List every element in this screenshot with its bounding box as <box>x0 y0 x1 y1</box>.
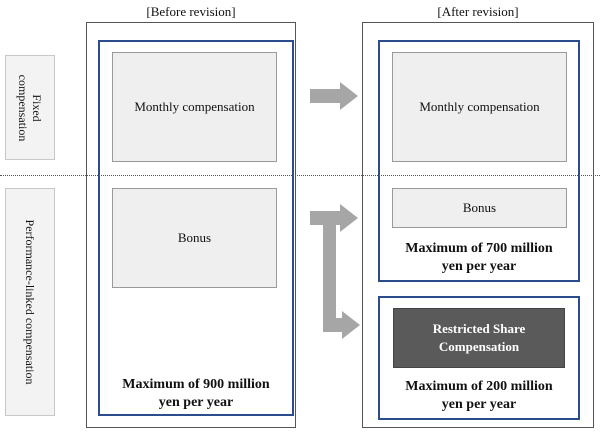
after-rsc-maximum-line1: Maximum of 200 million <box>405 379 553 394</box>
section-divider <box>0 175 600 176</box>
arrow-right-icon <box>310 82 358 110</box>
before-bonus-box: Bonus <box>112 188 277 288</box>
rsc-line2: Compensation <box>438 339 520 354</box>
after-rsc-frame <box>378 296 580 420</box>
after-fixed-frame <box>378 40 580 282</box>
before-maximum-line1: Maximum of 900 million <box>122 377 270 392</box>
before-maximum-line2: yen per year <box>158 395 234 410</box>
after-rsc-maximum-text: Maximum of 200 million yen per year <box>378 378 580 414</box>
rsc-line1: Restricted Share <box>432 321 526 336</box>
restricted-share-compensation-box: Restricted Share Compensation <box>393 308 565 368</box>
after-maximum-line2: yen per year <box>441 259 517 274</box>
after-monthly-compensation-box: Monthly compensation <box>392 52 567 162</box>
after-maximum-text: Maximum of 700 million yen per year <box>378 240 580 276</box>
before-header: [Before revision] <box>146 4 236 19</box>
before-monthly-compensation-box: Monthly compensation <box>112 52 277 162</box>
after-rsc-maximum-line2: yen per year <box>441 397 517 412</box>
after-bonus-box: Bonus <box>392 188 567 228</box>
fixed-compensation-label: Fixed compensation <box>5 55 55 160</box>
bent-arrow-icon <box>323 225 360 339</box>
arrow-right-icon <box>310 204 358 232</box>
before-maximum-text: Maximum of 900 million yen per year <box>98 376 294 412</box>
before-frame <box>98 40 294 416</box>
performance-compensation-label: Performance-linked compensation <box>5 188 55 416</box>
after-header: [After revision] <box>437 4 519 19</box>
after-maximum-line1: Maximum of 700 million <box>405 241 553 256</box>
